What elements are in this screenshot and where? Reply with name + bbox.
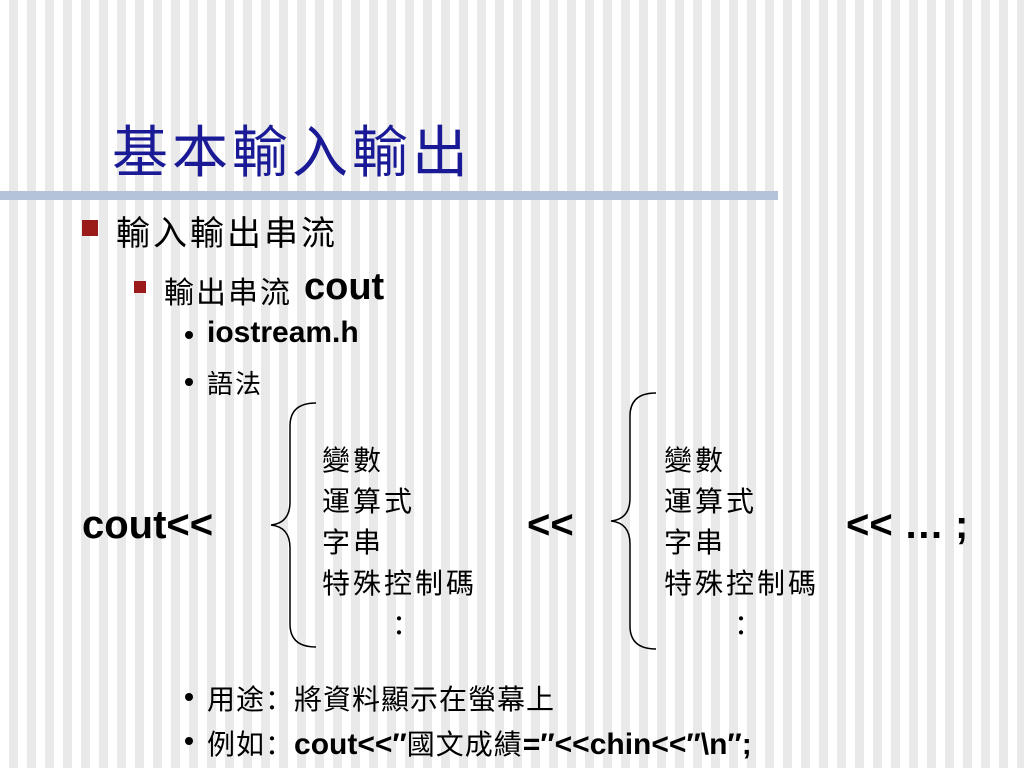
title-divider [0, 191, 778, 200]
option-control-code: 特殊控制碼 [322, 567, 478, 600]
syntax-start: cout<< [82, 503, 214, 547]
example-zh-text: 國文成績 [406, 728, 523, 761]
option-control-code: 特殊控制碼 [664, 567, 820, 600]
bullet-syntax-label: 語法 [207, 370, 264, 400]
right-brace-icon [610, 392, 657, 650]
syntax-options-right: 變數 運算式 字串 特殊控制碼 ： [664, 440, 819, 645]
bullet-square-icon [134, 281, 146, 293]
option-more: ： [734, 608, 766, 641]
bullet-dot-icon [185, 331, 193, 339]
slide-title: 基本輸入輸出 [112, 121, 472, 186]
bullet-example: 例如：cout<<″國文成績=″<<chin<<″\n″; [207, 723, 752, 763]
option-expression: 運算式 [664, 485, 758, 518]
option-string: 字串 [664, 526, 727, 559]
bullet-level2: 輸出串流 cout [164, 266, 385, 313]
example-label: 例如： [207, 728, 295, 761]
option-variable: 變數 [664, 444, 727, 477]
option-expression: 運算式 [322, 485, 416, 518]
bullet-level1: 輸入輸出串流 [116, 214, 338, 254]
bullet-dot-icon [185, 737, 193, 745]
option-variable: 變數 [322, 444, 385, 477]
bullet-level2-code: cout [304, 266, 385, 308]
bullet-header-file: iostream.h [207, 316, 359, 349]
example-code-b: =″<<chin<<″\n″; [522, 728, 752, 761]
left-brace-icon [270, 402, 317, 648]
bullet-dot-icon [185, 378, 193, 386]
syntax-end: << … ; [846, 503, 969, 547]
bullet-dot-icon [185, 693, 193, 701]
option-string: 字串 [322, 526, 385, 559]
syntax-middle-operator: << [527, 503, 574, 547]
bullet-square-icon [82, 220, 98, 236]
bullet-level2-text: 輸出串流 [164, 276, 292, 311]
option-more: ： [392, 608, 424, 641]
bullet-usage: 用途：將資料顯示在螢幕上 [207, 683, 556, 716]
syntax-options-left: 變數 運算式 字串 特殊控制碼 ： [322, 440, 477, 645]
example-code-a: cout<<″ [294, 728, 407, 761]
